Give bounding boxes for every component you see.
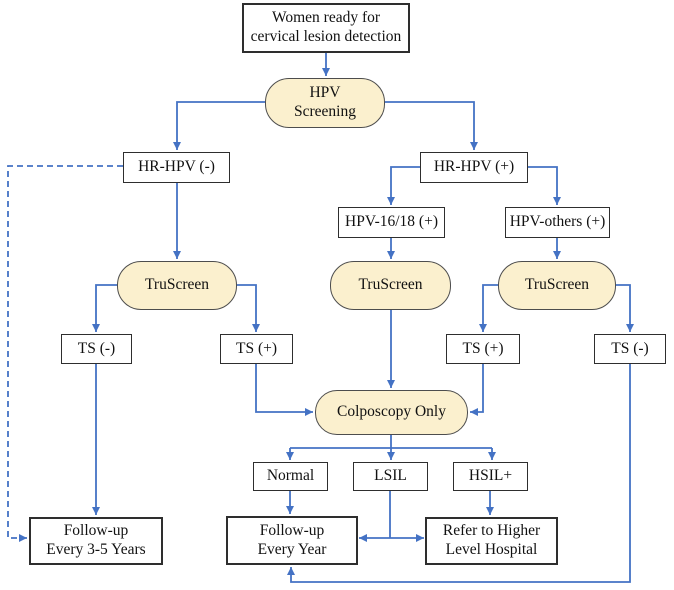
node-ts-positive-right: TS (+) (446, 334, 520, 364)
edge-truscreen-left-to-ts-neg (92, 284, 117, 332)
node-ts-positive-right-label: TS (+) (462, 339, 504, 357)
node-truscreen-middle: TruScreen (330, 261, 451, 310)
node-start: Women ready for cervical lesion detectio… (242, 3, 410, 53)
edge-hpv-screening-to-hrhpv-pos (385, 101, 478, 150)
edge-truscreen-right-to-ts-neg (616, 284, 634, 332)
node-lsil-label: LSIL (374, 467, 407, 485)
node-hsil-plus-label: HSIL+ (468, 467, 513, 485)
node-hr-hpv-negative: HR-HPV (-) (123, 152, 230, 183)
node-hpv-16-18-label: HPV-16/18 (+) (345, 213, 438, 231)
node-truscreen-right: TruScreen (498, 261, 616, 310)
node-followup-every-year: Follow-up Every Year (226, 516, 358, 565)
node-refer-higher-hospital: Refer to Higher Level Hospital (425, 517, 558, 565)
edge-ts-neg-right-feedback (287, 364, 631, 583)
node-hpv-screening-label: HPV Screening (294, 84, 356, 120)
node-truscreen-middle-label: TruScreen (358, 276, 423, 294)
node-hr-hpv-negative-label: HR-HPV (-) (138, 158, 215, 176)
edge-ts-pos-left-to-colposcopy (255, 364, 313, 416)
node-ts-negative-left: TS (-) (61, 334, 132, 364)
edge-hpv-screening-to-hrhpv-neg (173, 101, 265, 150)
node-hr-hpv-positive-label: HR-HPV (+) (433, 158, 515, 176)
edge-truscreen-right-to-ts-pos (479, 284, 498, 332)
node-ts-negative-right: TS (-) (594, 334, 666, 364)
node-colposcopy-label: Colposcopy Only (337, 403, 446, 421)
node-hpv-16-18: HPV-16/18 (+) (338, 207, 445, 238)
node-hpv-others-label: HPV-others (+) (509, 213, 606, 231)
node-ts-negative-right-label: TS (-) (611, 339, 649, 357)
node-ts-negative-left-label: TS (-) (77, 339, 116, 357)
node-hpv-screening: HPV Screening (265, 78, 385, 128)
node-ts-positive-left-label: TS (+) (235, 339, 278, 357)
edge-hrhpv-pos-to-hpv1618 (387, 166, 420, 205)
node-normal-label: Normal (266, 467, 315, 485)
node-normal: Normal (253, 462, 328, 491)
node-followup-every-year-label: Follow-up Every Year (257, 521, 327, 558)
node-lsil: LSIL (353, 462, 428, 491)
node-truscreen-left: TruScreen (117, 261, 237, 310)
node-refer-higher-hospital-label: Refer to Higher Level Hospital (442, 522, 541, 558)
node-ts-positive-left: TS (+) (220, 334, 293, 364)
edge-hrhpv-neg-dashed-to-followup35 (7, 165, 123, 542)
edge-truscreen-left-to-ts-pos (237, 284, 260, 332)
node-hsil-plus: HSIL+ (453, 462, 528, 491)
edge-ts-pos-right-to-colposcopy (470, 364, 484, 416)
node-followup-3-5-years-label: Follow-up Every 3-5 Years (46, 522, 146, 558)
edge-hrhpv-pos-to-hpvothers (528, 166, 561, 205)
node-truscreen-left-label: TruScreen (144, 276, 209, 294)
node-followup-3-5-years: Follow-up Every 3-5 Years (29, 517, 163, 565)
node-colposcopy: Colposcopy Only (315, 390, 468, 435)
node-truscreen-right-label: TruScreen (524, 276, 589, 294)
node-hpv-others: HPV-others (+) (505, 207, 610, 238)
node-start-label: Women ready for cervical lesion detectio… (250, 9, 402, 45)
node-hr-hpv-positive: HR-HPV (+) (420, 152, 528, 183)
